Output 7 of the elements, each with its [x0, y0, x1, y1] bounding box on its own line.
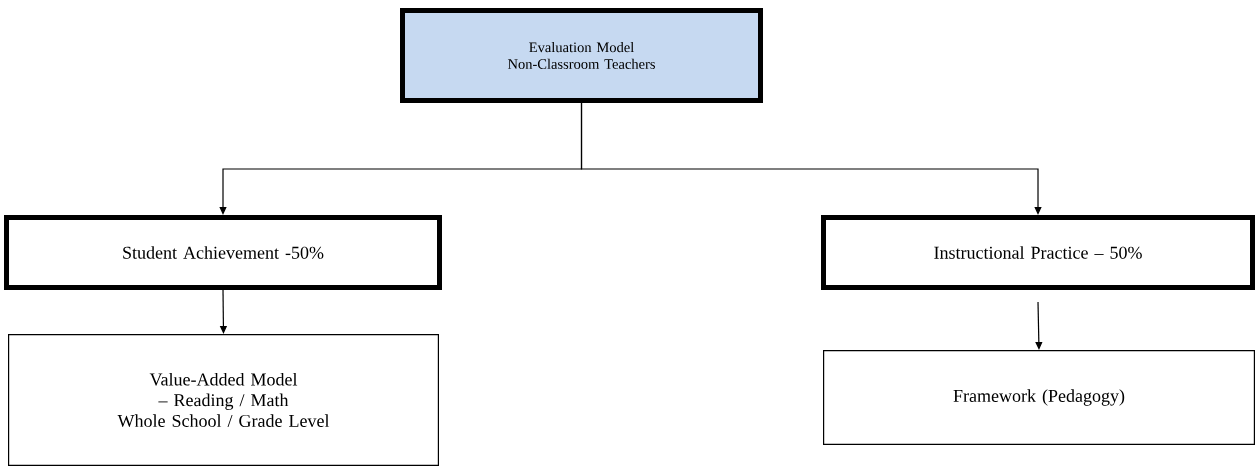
process-box: Framework (Pedagogy)	[823, 350, 1255, 445]
process-box: Student Achievement -50%	[4, 215, 442, 290]
process-box: Value-Added Model – Reading / Math Whole School / Grade Level	[8, 334, 439, 466]
arrow	[580, 102, 1042, 215]
title-box: Evaluation Model Non-Classroom Teachers	[400, 8, 763, 103]
process-box: Instructional Practice – 50%	[821, 215, 1255, 290]
arrow	[1035, 301, 1043, 350]
